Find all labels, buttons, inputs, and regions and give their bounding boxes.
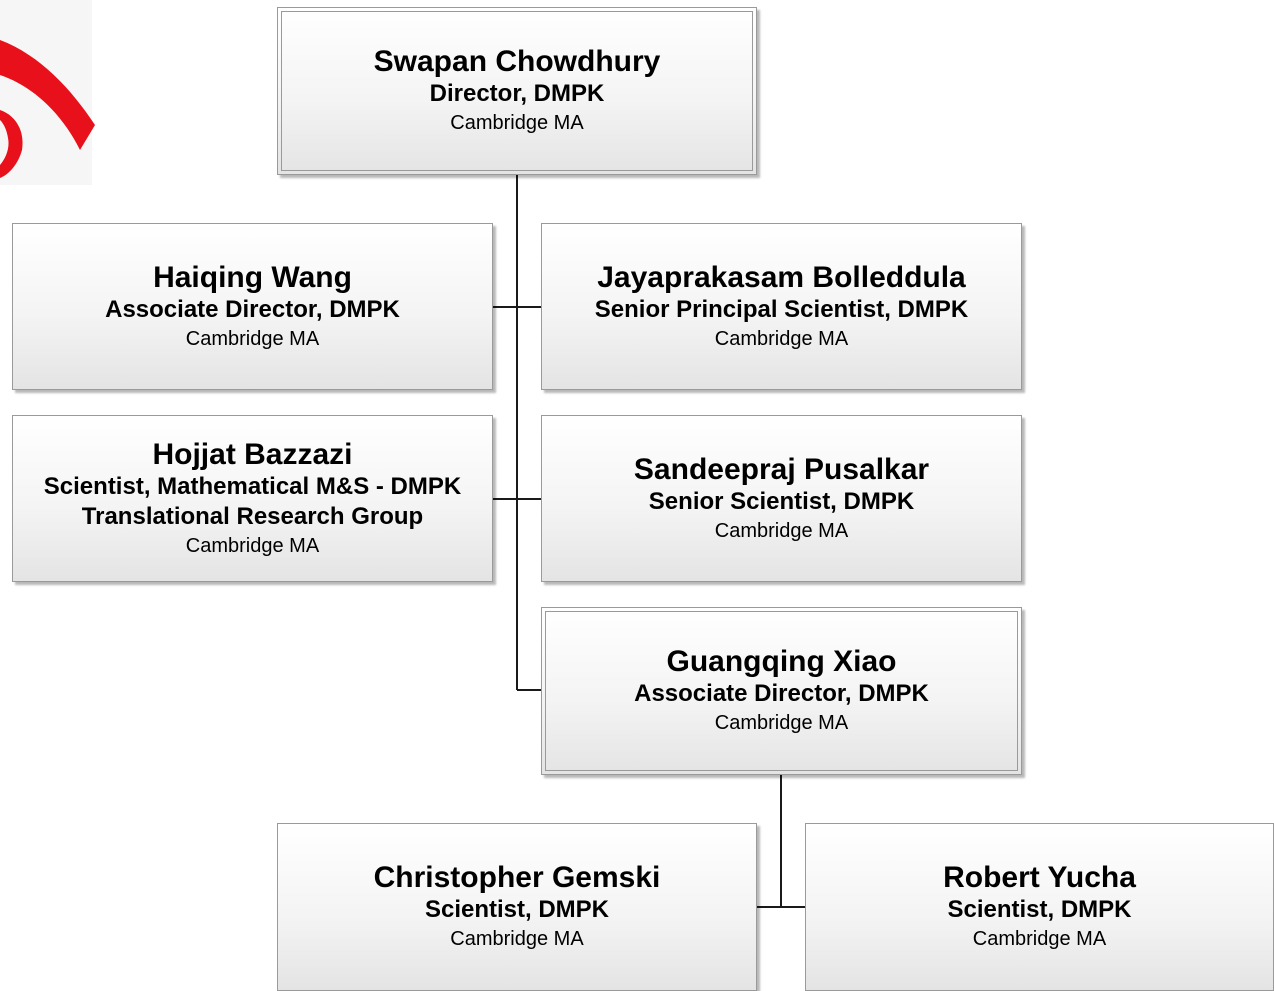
person-title: Associate Director, DMPK (634, 680, 929, 707)
person-location: Cambridge MA (714, 712, 849, 734)
person-location: Cambridge MA (450, 112, 584, 134)
node-christopher-gemski: Christopher Gemski Scientist, DMPK Cambr… (277, 823, 757, 991)
person-title: Scientist, DMPK (424, 896, 610, 923)
logo-fragment-icon (0, 0, 95, 185)
node-sandeepraj-pusalkar: Sandeepraj Pusalkar Senior Scientist, DM… (541, 415, 1022, 582)
person-name: Sandeepraj Pusalkar (633, 452, 930, 486)
person-title: Director, DMPK (429, 80, 605, 107)
person-location: Cambridge MA (714, 327, 849, 350)
person-name: Christopher Gemski (373, 861, 661, 894)
node-hojjat-bazzazi: Hojjat Bazzazi Scientist, Mathematical M… (12, 415, 493, 582)
person-group: Translational Research Group (81, 502, 424, 530)
node-haiqing-wang: Haiqing Wang Associate Director, DMPK Ca… (12, 223, 493, 390)
person-title: Scientist, Mathematical M&S - DMPK (43, 472, 462, 500)
node-director: Swapan Chowdhury Director, DMPK Cambridg… (277, 7, 757, 175)
person-location: Cambridge MA (450, 928, 584, 950)
person-title: Scientist, DMPK (947, 896, 1132, 923)
node-robert-yucha: Robert Yucha Scientist, DMPK Cambridge M… (805, 823, 1274, 991)
person-location: Cambridge MA (972, 928, 1107, 950)
person-title: Senior Scientist, DMPK (648, 487, 915, 515)
person-location: Cambridge MA (714, 519, 849, 542)
person-name: Swapan Chowdhury (373, 45, 661, 78)
person-name: Haiqing Wang (153, 260, 352, 294)
person-name: Guangqing Xiao (666, 645, 897, 678)
person-title: Associate Director, DMPK (105, 295, 400, 323)
person-location: Cambridge MA (185, 534, 320, 557)
node-jayaprakasam-bolleddula: Jayaprakasam Bolleddula Senior Principal… (541, 223, 1022, 390)
person-title: Senior Principal Scientist, DMPK (594, 295, 969, 323)
node-guangqing-xiao: Guangqing Xiao Associate Director, DMPK … (541, 607, 1022, 775)
person-name: Jayaprakasam Bolleddula (597, 260, 966, 294)
person-location: Cambridge MA (185, 327, 320, 350)
person-name: Robert Yucha (943, 861, 1136, 894)
person-name: Hojjat Bazzazi (152, 437, 353, 471)
